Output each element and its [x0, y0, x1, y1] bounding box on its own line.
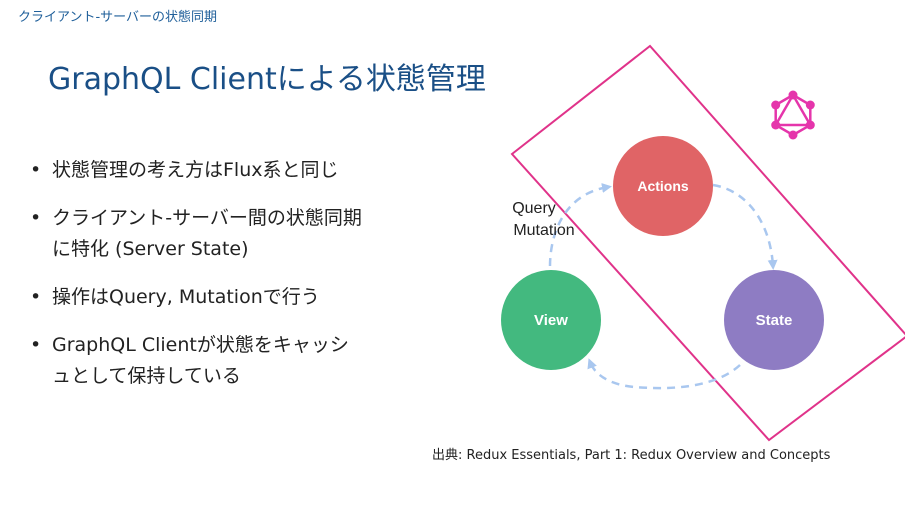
- view-node: [501, 270, 601, 370]
- arrow-state-to-view: [587, 358, 741, 390]
- bullet-text: 状態管理の考え方はFlux系と同じ: [52, 159, 339, 181]
- citation: 出典: Redux Essentials, Part 1: Redux Over…: [432, 448, 831, 463]
- edge-label-mutation: Mutation: [513, 222, 574, 239]
- state-node-label: State: [756, 312, 793, 329]
- bullet-list: • 状態管理の考え方はFlux系と同じ • クライアント-サーバー間の状態同期 …: [26, 155, 446, 409]
- bullet-dot: •: [30, 207, 42, 229]
- bullet-text: ュとして保持している: [52, 365, 241, 387]
- bullet-dot: •: [30, 286, 42, 308]
- bullet-dot: •: [30, 159, 42, 181]
- slide-title: GraphQL Clientによる状態管理: [48, 62, 486, 98]
- bullet-text: に特化 (Server State): [52, 238, 249, 260]
- section-label: クライアント-サーバーの状態同期: [18, 10, 218, 25]
- bullet-text: クライアント-サーバー間の状態同期: [52, 207, 362, 229]
- arrow-actions-to-state: [712, 183, 778, 270]
- edge-label-query: Query: [512, 200, 556, 217]
- bullet-dot: •: [30, 334, 42, 356]
- actions-node: [613, 136, 713, 236]
- bullet-text: 操作はQuery, Mutationで行う: [52, 286, 320, 308]
- view-node-label: View: [534, 312, 568, 329]
- bullet-text: GraphQL Clientが状態をキャッシ: [52, 334, 349, 356]
- bullet-item: • 操作はQuery, Mutationで行う: [26, 282, 446, 313]
- actions-node-label: Actions: [637, 178, 689, 194]
- graphql-client-frame: [510, 44, 905, 442]
- flux-cycle-diagram: Actions State View Query Mutation: [501, 44, 905, 442]
- bullet-item: • クライアント-サーバー間の状態同期 に特化 (Server State): [26, 203, 446, 265]
- graphql-logo-icon: [771, 90, 815, 140]
- bullet-item: • 状態管理の考え方はFlux系と同じ: [26, 155, 446, 186]
- arrow-view-to-actions: [548, 183, 612, 267]
- bullet-item: • GraphQL Clientが状態をキャッシ ュとして保持している: [26, 330, 446, 392]
- state-node: [724, 270, 824, 370]
